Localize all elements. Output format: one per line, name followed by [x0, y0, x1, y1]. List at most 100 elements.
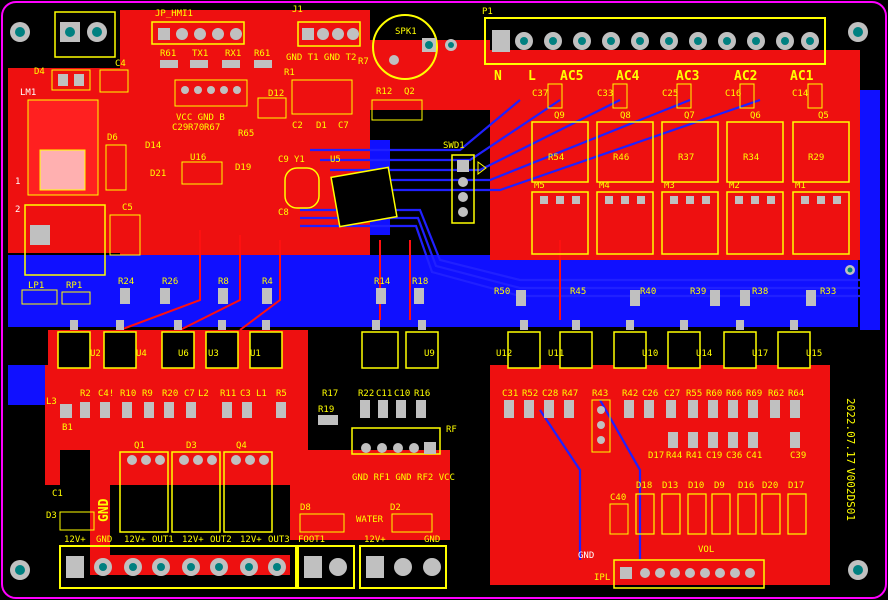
label-m1: M1	[795, 181, 806, 191]
label-r14: R14	[374, 277, 390, 287]
label-r9: R9	[142, 389, 153, 399]
label-r41: R41	[686, 451, 702, 461]
hmi-header	[151, 21, 245, 45]
water-terminal	[359, 545, 447, 589]
label-p1: P1	[482, 7, 493, 17]
term-label-6: 12V+	[240, 535, 262, 545]
label-d17-row: D17	[648, 451, 664, 461]
label-r22: R22	[358, 389, 374, 399]
label-c25: C25	[662, 89, 678, 99]
label-c26: C26	[642, 389, 658, 399]
label-l3: L3	[46, 397, 57, 407]
label-r18: R18	[412, 277, 428, 287]
label-m3: M3	[664, 181, 675, 191]
label-d8: D8	[300, 503, 311, 513]
label-r61-a: R61	[160, 49, 176, 59]
top-traces	[119, 230, 561, 331]
label-d4: D4	[34, 67, 45, 77]
water-term-label-1: GND	[424, 535, 440, 545]
crystal-y1	[284, 167, 320, 209]
label-p1-ac3: AC3	[676, 69, 699, 84]
label-num2: 2	[15, 205, 20, 215]
label-c33: C33	[597, 89, 613, 99]
speaker-spk1	[372, 14, 438, 80]
label-r66: R66	[726, 389, 742, 399]
power-fet-row	[119, 451, 273, 533]
label-c41: C41	[746, 451, 762, 461]
label-c14: C14	[792, 89, 808, 99]
label-c7-bot: C7	[184, 389, 195, 399]
label-u16: U16	[190, 153, 206, 163]
label-r12: R12	[376, 87, 392, 97]
label-m2: M2	[729, 181, 740, 191]
label-r34: R34	[743, 153, 759, 163]
term-label-1: GND	[96, 535, 112, 545]
label-c8: C8	[278, 208, 289, 218]
label-r24: R24	[118, 277, 134, 287]
label-c2: C2	[292, 121, 303, 131]
label-r69: R69	[746, 389, 762, 399]
label-c28: C28	[542, 389, 558, 399]
label-d9: D9	[714, 481, 725, 491]
rf-header	[351, 427, 441, 455]
label-c16: C16	[725, 89, 741, 99]
label-d19: D19	[235, 163, 251, 173]
label-r54: R54	[548, 153, 564, 163]
label-d2: D2	[390, 503, 401, 513]
foot-terminal	[297, 545, 355, 589]
board-date: 2022.07.17	[844, 398, 857, 464]
label-c36: C36	[726, 451, 742, 461]
label-tx1: TX1	[192, 49, 208, 59]
label-c40: C40	[610, 493, 626, 503]
label-u5: U5	[330, 155, 341, 165]
label-c27: C27	[664, 389, 680, 399]
term-label-2: 12V+	[124, 535, 146, 545]
label-r29: R29	[808, 153, 824, 163]
label-c10: C10	[394, 389, 410, 399]
label-c1: C1	[52, 489, 63, 499]
label-l2: L2	[198, 389, 209, 399]
label-swd1: SWD1	[443, 141, 465, 151]
label-r1: R1	[284, 68, 295, 78]
label-r5: R5	[276, 389, 287, 399]
label-r55: R55	[686, 389, 702, 399]
label-d3-bot: D3	[186, 441, 197, 451]
label-p1-ac5: AC5	[560, 69, 583, 84]
label-lm1: LM1	[20, 88, 36, 98]
label-r38: R38	[752, 287, 768, 297]
label-d17-led: D17	[788, 481, 804, 491]
label-rf-pins: GND RF1 GND RF2 VCC	[352, 473, 455, 483]
label-r37: R37	[678, 153, 694, 163]
ipl-header	[613, 559, 765, 589]
label-d10: D10	[688, 481, 704, 491]
label-r52: R52	[522, 389, 538, 399]
label-num1: 1	[15, 177, 20, 187]
water-term-label-0: 12V+	[364, 535, 386, 545]
label-r62: R62	[768, 389, 784, 399]
label-r19: R19	[318, 405, 334, 415]
label-r26: R26	[162, 277, 178, 287]
label-r2: R2	[80, 389, 91, 399]
label-c31: C31	[502, 389, 518, 399]
label-vcc-gnd-b: VCC GND B	[176, 113, 225, 123]
opto-row	[57, 331, 811, 369]
label-r10: R10	[120, 389, 136, 399]
label-p1-ac4: AC4	[616, 69, 640, 84]
label-j1: J1	[292, 5, 303, 15]
label-d1: D1	[316, 121, 327, 131]
label-l1: L1	[256, 389, 267, 399]
label-q2: Q2	[404, 87, 415, 97]
label-r60: R60	[706, 389, 722, 399]
label-r44: R44	[666, 451, 682, 461]
label-c39: C39	[790, 451, 806, 461]
term-label-5: OUT2	[210, 535, 232, 545]
label-u4: U4	[136, 349, 147, 359]
label-u9: U9	[424, 349, 435, 359]
label-b1: B1	[62, 423, 73, 433]
label-r45: R45	[570, 287, 586, 297]
label-u6: U6	[178, 349, 189, 359]
label-c11: C11	[376, 389, 392, 399]
term-label-4: 12V+	[182, 535, 204, 545]
label-m5: M5	[534, 181, 545, 191]
